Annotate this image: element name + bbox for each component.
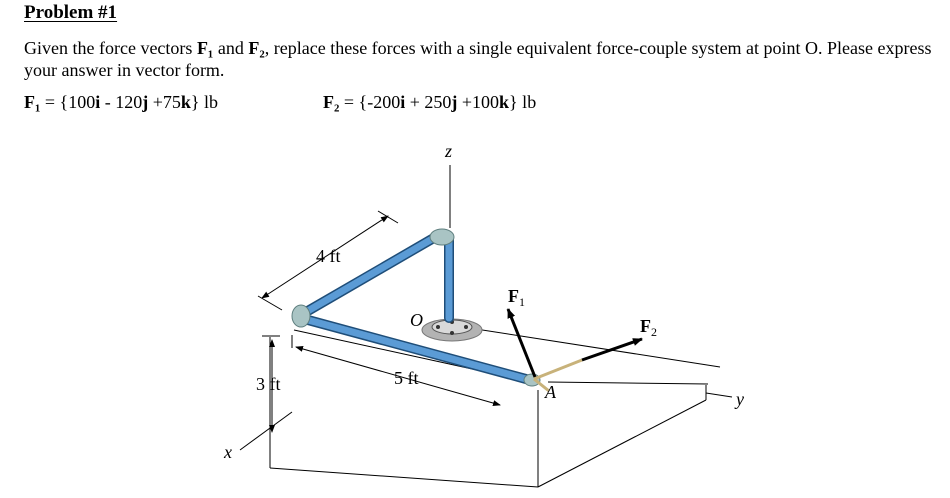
pipe-front <box>304 316 530 383</box>
pipes <box>301 234 531 384</box>
dimension-4ft-label: 4 ft <box>316 246 341 266</box>
force-f1-arrow <box>506 308 537 378</box>
point-o-label: O <box>410 310 423 330</box>
axis-x-label: x <box>223 442 232 462</box>
dimension-3ft-label: 3 ft <box>256 374 281 394</box>
box-top-back-edge <box>449 324 721 368</box>
force-f2-arrow <box>581 337 643 362</box>
ground-box <box>269 324 721 488</box>
point-a-label: A <box>544 382 557 402</box>
box-edge-bottom-right <box>537 399 707 488</box>
elbow-joint-left <box>291 304 311 328</box>
equation-f1: F₁ = {100i - 120j +75k} lb <box>24 92 219 112</box>
box-top-right-edge <box>547 381 709 385</box>
dimension-4ft <box>257 210 399 311</box>
base-flange <box>421 318 483 342</box>
force-action-lines <box>533 358 583 393</box>
x-axis-line <box>239 411 293 451</box>
force-f1-label: F1 <box>508 286 525 309</box>
problem-statement: Given the force vectors F₁ and F₂, repla… <box>24 38 932 80</box>
force-f2-label: F2 <box>640 316 657 339</box>
axis-y-label: y <box>734 389 744 409</box>
pipe-top <box>302 235 436 316</box>
problem-title: Problem #1 <box>24 2 118 23</box>
box-edge-bottom-front <box>269 467 539 488</box>
y-axis-line <box>705 392 733 398</box>
dimension-5ft <box>291 335 501 406</box>
axis-z-label: z <box>444 141 452 161</box>
coordinate-axes <box>239 165 733 451</box>
dimension-5ft-label: 5 ft <box>394 368 419 388</box>
dimension-3ft <box>262 335 280 433</box>
equation-f2: F₂ = {-200i + 250j +100k} lb <box>323 92 537 112</box>
elbow-joint-top <box>429 228 455 246</box>
